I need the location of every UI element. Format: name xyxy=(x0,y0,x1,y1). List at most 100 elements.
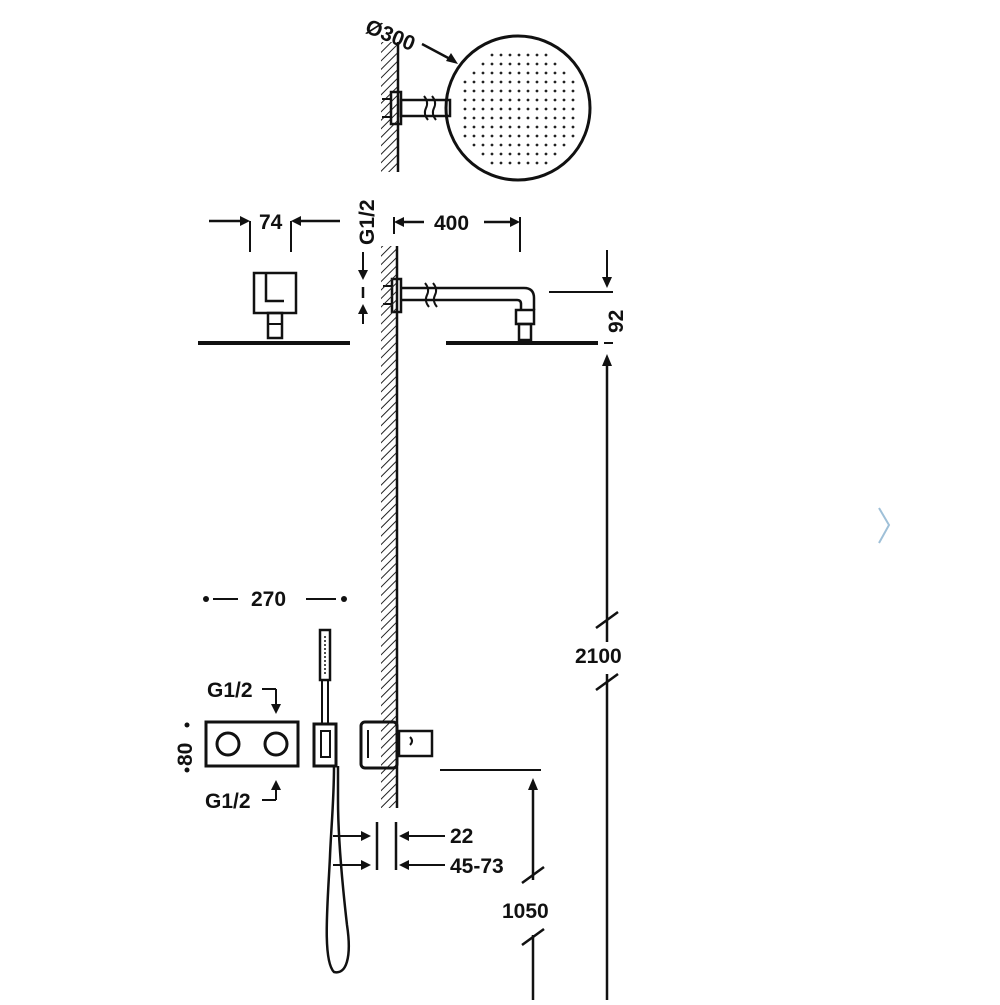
mixer-valve: G1/2 80 G1/2 xyxy=(174,679,300,813)
nozzle-dot xyxy=(490,71,494,75)
nozzle-dot xyxy=(526,161,530,165)
dim-80-dot-top xyxy=(184,722,190,728)
nozzle-dot xyxy=(499,62,503,66)
nozzle-dot xyxy=(481,71,485,75)
wall-outlet xyxy=(359,720,541,771)
nozzle-dot xyxy=(553,62,557,66)
wall-hatch xyxy=(381,246,397,808)
nozzle-dot xyxy=(481,62,485,66)
shower-head-nozzles xyxy=(463,53,575,165)
dim-270-dot-left xyxy=(203,596,209,602)
nozzle-dot xyxy=(508,152,512,156)
nozzle-dot xyxy=(553,125,557,129)
nozzle-dot xyxy=(472,98,476,102)
nozzle-dot xyxy=(472,143,476,147)
nozzle-dot xyxy=(481,107,485,111)
nozzle-dot xyxy=(508,161,512,165)
valve-handle-right xyxy=(263,731,289,757)
dim-92-arrow-top xyxy=(602,277,612,288)
nozzle-dot xyxy=(526,89,530,93)
hand-shower xyxy=(312,628,351,974)
wall-shower-arm xyxy=(401,286,536,310)
nozzle-dot xyxy=(499,107,503,111)
wall-head-joint xyxy=(514,308,536,326)
outlet-height-label: 2100 xyxy=(575,645,622,668)
dim-74-arrow-left xyxy=(240,216,250,226)
nozzle-dot xyxy=(472,71,476,75)
nozzle-dot xyxy=(535,152,539,156)
inlet-thread-arrow-top xyxy=(358,270,368,280)
nozzle-dot xyxy=(526,71,530,75)
nozzle-dot xyxy=(517,80,521,84)
nozzle-dot xyxy=(544,125,548,129)
nozzle-dot xyxy=(526,134,530,138)
nozzle-dot xyxy=(490,53,494,57)
wall-outlet-body xyxy=(359,720,399,770)
nozzle-dot xyxy=(463,98,467,102)
nozzle-dot xyxy=(526,107,530,111)
nozzle-dot xyxy=(490,125,494,129)
nozzle-dot xyxy=(553,107,557,111)
nozzle-dot xyxy=(553,89,557,93)
nozzle-dot xyxy=(544,107,548,111)
valve-height-dimension: 1050 xyxy=(502,778,549,1000)
side-head-views: 74 G1/2 400 92 xyxy=(198,199,628,366)
nozzle-dot xyxy=(481,125,485,129)
nozzle-dot xyxy=(562,125,566,129)
nozzle-dot xyxy=(517,89,521,93)
nozzle-dot xyxy=(535,143,539,147)
nozzle-dot xyxy=(517,116,521,120)
nozzle-dot xyxy=(508,71,512,75)
nozzle-dot xyxy=(571,116,575,120)
nozzle-dot xyxy=(544,116,548,120)
nozzle-dot xyxy=(562,143,566,147)
main-wall xyxy=(381,246,399,808)
nozzle-dot xyxy=(517,107,521,111)
nozzle-dot xyxy=(544,152,548,156)
top-wall-hatch xyxy=(381,42,398,172)
chevron-right-icon[interactable] xyxy=(878,507,891,544)
nozzle-dot xyxy=(499,143,503,147)
nozzle-dot xyxy=(553,98,557,102)
nozzle-dot xyxy=(535,71,539,75)
nozzle-dot xyxy=(526,62,530,66)
nozzle-dot xyxy=(499,116,503,120)
nozzle-dot xyxy=(472,134,476,138)
nozzle-dot xyxy=(472,116,476,120)
nozzle-dot xyxy=(499,71,503,75)
nozzle-dot xyxy=(499,89,503,93)
nozzle-dot xyxy=(571,89,575,93)
nozzle-dot xyxy=(562,80,566,84)
nozzle-dot xyxy=(562,116,566,120)
nozzle-dot xyxy=(571,107,575,111)
nozzle-dot xyxy=(553,71,557,75)
nozzle-dot xyxy=(535,161,539,165)
nozzle-dot xyxy=(571,98,575,102)
nozzle-dot xyxy=(544,143,548,147)
nozzle-dot xyxy=(508,143,512,147)
nozzle-dot xyxy=(571,125,575,129)
nozzle-dot xyxy=(517,152,521,156)
nozzle-dot xyxy=(562,98,566,102)
nozzle-dot xyxy=(499,80,503,84)
nozzle-dot xyxy=(535,125,539,129)
nozzle-dot xyxy=(499,125,503,129)
ceiling-connector-block xyxy=(252,271,298,315)
wall-head-plate xyxy=(446,341,598,345)
nozzle-dot xyxy=(481,152,485,156)
nozzle-dot xyxy=(562,89,566,93)
nozzle-dot xyxy=(535,134,539,138)
nozzle-dot xyxy=(517,161,521,165)
ceiling-head-plate xyxy=(198,341,350,345)
nozzle-dot xyxy=(571,80,575,84)
nozzle-dot xyxy=(571,134,575,138)
nozzle-dot xyxy=(535,53,539,57)
nozzle-dot xyxy=(472,125,476,129)
nozzle-dot xyxy=(535,116,539,120)
dim-1050-arrow-top xyxy=(528,778,538,790)
dim-45-73-arrow-left xyxy=(361,860,371,870)
dim-45-73-arrow-right xyxy=(399,860,409,870)
wall-offset-label: 22 xyxy=(450,825,473,848)
nozzle-dot xyxy=(508,80,512,84)
nozzle-dot xyxy=(481,98,485,102)
